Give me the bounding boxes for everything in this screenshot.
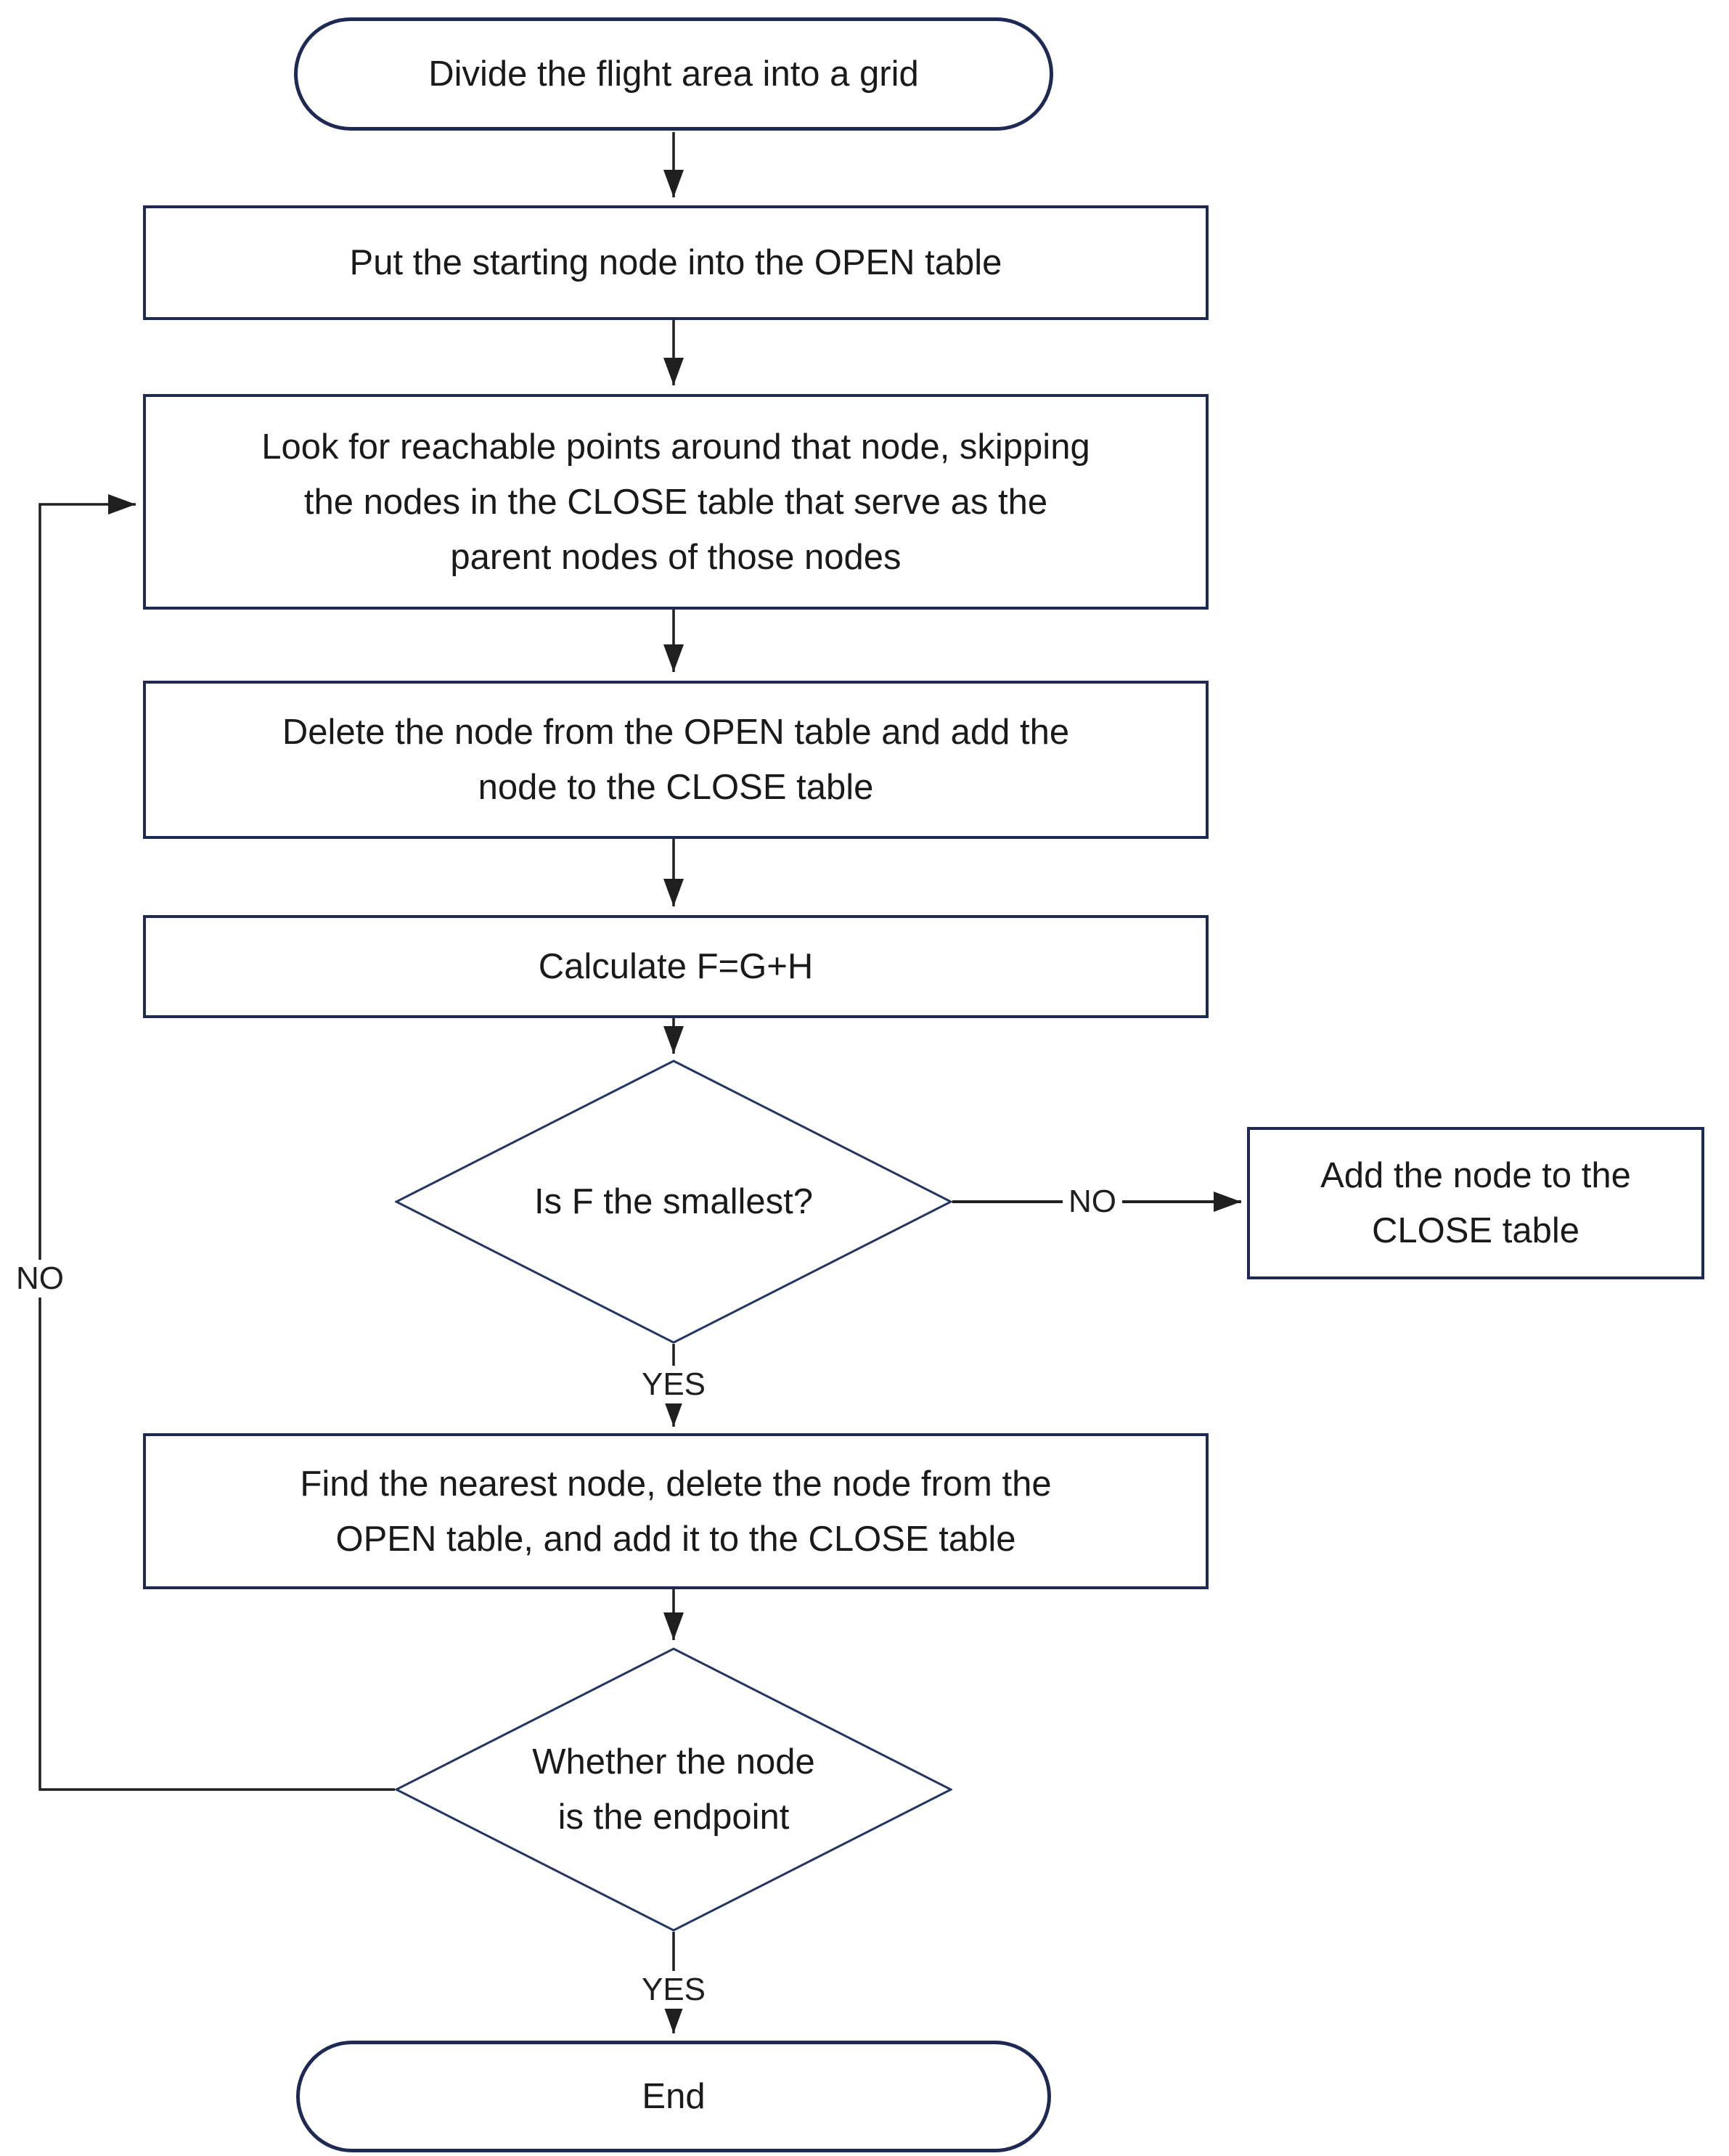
node-look-for-reachable-line2: the nodes in the CLOSE table that serve … <box>303 482 1048 522</box>
node-decision-is-f-smallest: Is F the smallest? <box>395 1059 952 1344</box>
node-add-node-to-close: Add the node to the CLOSE table <box>1247 1127 1704 1279</box>
edge-label-yes-end: YES <box>635 1971 712 2009</box>
node-calculate-f-label: Calculate F=G+H <box>538 947 814 986</box>
node-decision-is-f-smallest-label: Is F the smallest? <box>534 1182 813 1221</box>
node-delete-from-open-line2: node to the CLOSE table <box>478 768 874 807</box>
node-decision-is-endpoint-line1: Whether the node <box>532 1742 815 1782</box>
node-put-starting-node-label: Put the starting node into the OPEN tabl… <box>349 243 1002 282</box>
node-start: Divide the flight area into a grid <box>294 17 1053 131</box>
node-add-node-to-close-line2: CLOSE table <box>1372 1211 1579 1250</box>
diamond-shape <box>395 1059 952 1344</box>
edge-label-no-loop: NO <box>10 1260 70 1298</box>
node-end-label: End <box>642 2077 706 2116</box>
node-decision-is-endpoint-line2: is the endpoint <box>557 1798 790 1837</box>
node-look-for-reachable-line3: parent nodes of those nodes <box>450 537 902 577</box>
node-end: End <box>296 2041 1051 2152</box>
node-delete-from-open-line1: Delete the node from the OPEN table and … <box>282 713 1070 752</box>
arrow-no-loop-back <box>38 494 395 1791</box>
edge-label-no-right: NO <box>1063 1183 1122 1221</box>
node-start-label: Divide the flight area into a grid <box>428 54 919 94</box>
node-decision-is-endpoint: Whether the node is the endpoint <box>395 1647 952 1932</box>
node-find-nearest-node-line1: Find the nearest node, delete the node f… <box>300 1464 1052 1504</box>
edge-label-yes-after-f: YES <box>635 1366 712 1403</box>
diamond-shape <box>395 1647 952 1932</box>
node-look-for-reachable-line1: Look for reachable points around that no… <box>261 427 1090 467</box>
node-calculate-f: Calculate F=G+H <box>143 915 1209 1018</box>
node-find-nearest-node: Find the nearest node, delete the node f… <box>143 1433 1209 1589</box>
node-delete-from-open: Delete the node from the OPEN table and … <box>143 681 1209 839</box>
node-add-node-to-close-line1: Add the node to the <box>1320 1156 1631 1195</box>
node-find-nearest-node-line2: OPEN table, and add it to the CLOSE tabl… <box>335 1519 1016 1559</box>
node-look-for-reachable: Look for reachable points around that no… <box>143 394 1209 610</box>
node-put-starting-node: Put the starting node into the OPEN tabl… <box>143 205 1209 320</box>
